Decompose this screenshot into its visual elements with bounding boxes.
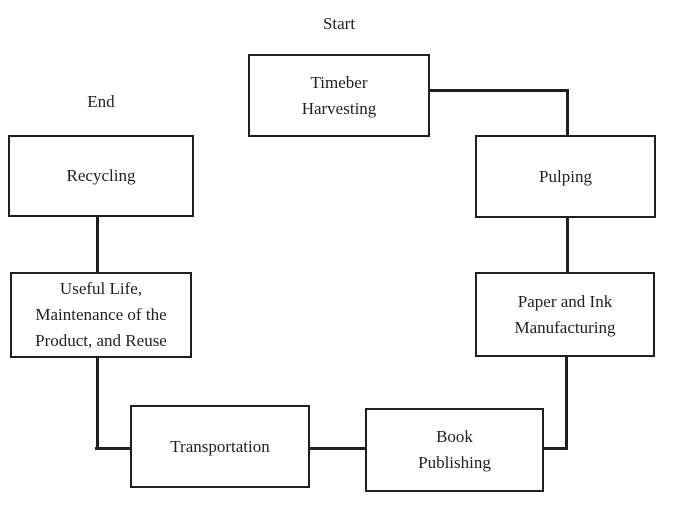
node-recycling-label: Recycling	[66, 166, 136, 185]
connector-transportation-to-useful-horizontal	[95, 447, 132, 450]
node-transportation-label: Transportation	[170, 436, 270, 456]
node-timber-harvesting-line1: Timeber	[310, 72, 368, 92]
node-paper-ink-manufacturing: Paper and Ink Manufacturing	[475, 272, 655, 357]
connector-timber-to-pulping-horizontal	[428, 89, 569, 92]
connector-paper-to-book-vertical	[565, 355, 568, 450]
connector-transportation-to-useful-vertical	[96, 356, 99, 450]
node-timber-harvesting: Timeber Harvesting	[248, 54, 430, 137]
node-paper-ink-line2: Manufacturing	[514, 317, 616, 337]
connector-pulping-to-paper	[566, 216, 569, 274]
node-book-publishing-line1: Book	[436, 427, 473, 446]
node-paper-ink-line1: Paper and Ink	[517, 291, 613, 311]
node-useful-life-line1: Useful Life,	[59, 279, 143, 298]
node-transportation: Transportation	[130, 405, 310, 488]
connector-paper-to-book-horizontal	[542, 447, 568, 450]
start-label: Start	[322, 14, 356, 33]
node-book-publishing: Book Publishing	[365, 408, 544, 492]
node-timber-harvesting-line2: Harvesting	[301, 98, 377, 118]
connector-timber-to-pulping-vertical	[566, 89, 569, 137]
end-label: End	[87, 92, 115, 111]
node-useful-life-maintenance-reuse: Useful Life, Maintenance of the Product,…	[10, 272, 192, 358]
connector-useful-to-recycling	[96, 215, 99, 274]
node-pulping: Pulping	[475, 135, 656, 218]
node-recycling: Recycling	[8, 135, 194, 217]
node-useful-life-line2: Maintenance of the	[35, 305, 167, 324]
node-pulping-label: Pulping	[539, 166, 592, 186]
node-useful-life-line3: Product, and Reuse	[35, 331, 167, 350]
connector-book-to-transportation	[308, 447, 367, 450]
node-book-publishing-line2: Publishing	[418, 453, 491, 472]
